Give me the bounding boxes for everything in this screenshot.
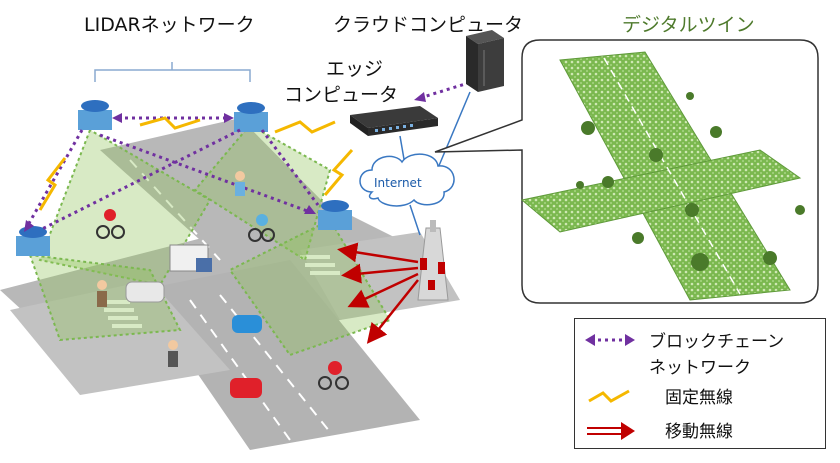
internet-cloud-icon bbox=[359, 153, 455, 207]
legend-blockchain-symbol bbox=[585, 334, 635, 346]
bicycle-icon bbox=[96, 209, 349, 390]
lidar-bracket bbox=[94, 62, 251, 82]
legend-symbols bbox=[585, 334, 635, 440]
mobile-wireless-links bbox=[337, 242, 419, 344]
legend-mobile-wireless-symbol bbox=[587, 422, 635, 440]
legend: ブロックチェーン ネットワーク 固定無線 移動無線 bbox=[574, 318, 826, 449]
digital-twin-label: デジタルツイン bbox=[622, 14, 755, 36]
digital-twin-roads bbox=[520, 51, 805, 301]
legend-mobile-wireless: 移動無線 bbox=[665, 422, 733, 442]
lidar-network-label: LIDARネットワーク bbox=[84, 14, 255, 36]
legend-fixed-wireless-symbol bbox=[588, 389, 630, 403]
car-icon bbox=[125, 281, 262, 398]
fixed-wireless-links bbox=[38, 116, 354, 211]
internet-label: Internet bbox=[374, 176, 422, 190]
edge-computer-label-line2: コンピュータ bbox=[284, 84, 399, 106]
edge-router-icon bbox=[350, 106, 438, 136]
cloud-computer-label: クラウドコンピュータ bbox=[333, 14, 524, 36]
lidar-sensor-icon bbox=[16, 100, 352, 256]
legend-fixed-wireless: 固定無線 bbox=[665, 388, 733, 408]
cell-tower-icon bbox=[417, 220, 449, 301]
edge-computer-label-line1: エッジ bbox=[326, 58, 384, 80]
legend-blockchain-line1: ブロックチェーン bbox=[649, 332, 785, 352]
legend-blockchain-line2: ネットワーク bbox=[649, 358, 751, 378]
cloud-server-icon bbox=[466, 30, 504, 92]
truck-icon bbox=[169, 244, 212, 272]
pedestrian-icon bbox=[97, 171, 245, 367]
